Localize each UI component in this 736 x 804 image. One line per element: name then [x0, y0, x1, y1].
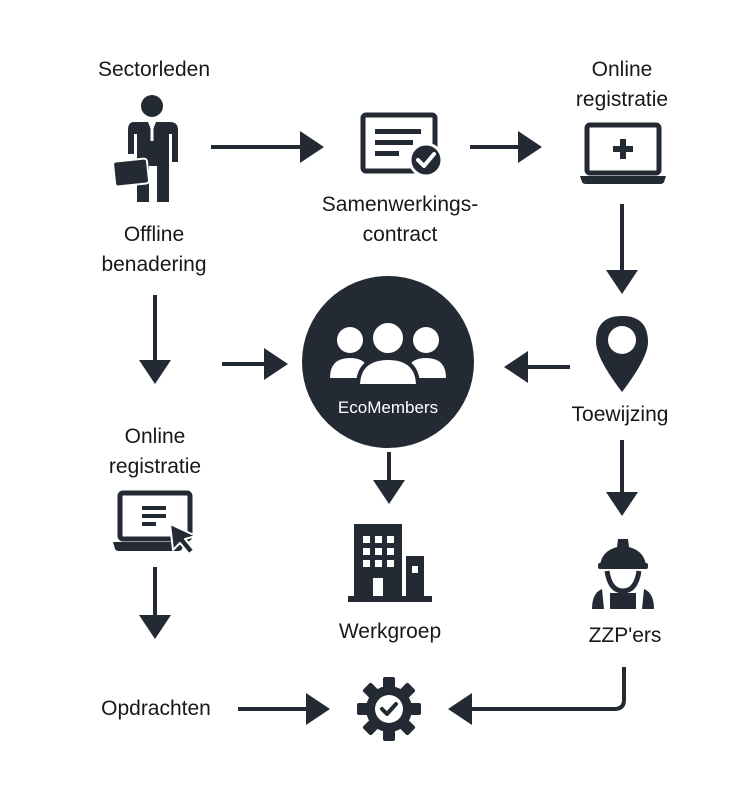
sectorleden-label: Sectorleden	[97, 58, 211, 81]
offline-label-line1: Offline	[123, 223, 185, 246]
ecomembers-label: EcoMembers	[337, 398, 439, 417]
offline-label-line2: benadering	[101, 253, 207, 276]
contract-label-line2: contract	[362, 223, 438, 246]
online-top-label-line1: Online	[591, 58, 653, 81]
online-left-label: Online registratie	[75, 422, 235, 482]
online-left-label-line2: registratie	[108, 455, 202, 478]
ecomembers-hub: EcoMembers	[302, 276, 474, 448]
werkgroep-label: Werkgroep	[338, 620, 442, 643]
contract-check-icon	[360, 112, 444, 178]
building-icon	[348, 524, 432, 602]
zzpers-label: ZZP'ers	[588, 624, 662, 647]
online-top-label: Online registratie	[542, 55, 702, 115]
group-users-icon	[330, 320, 446, 388]
offline-label: Offline benadering	[74, 220, 234, 280]
arrow-zzpers-to-result	[448, 667, 626, 725]
businessman-icon	[112, 95, 178, 202]
toewijzing-label: Toewijzing	[571, 403, 669, 426]
contract-label-line1: Samenwerkings-	[321, 193, 479, 216]
contract-label: Samenwerkings- contract	[290, 190, 510, 250]
gear-check-icon	[357, 677, 421, 741]
opdrachten-label: Opdrachten	[101, 697, 211, 720]
online-left-label-line1: Online	[124, 425, 186, 448]
laptop-cursor-icon	[113, 490, 197, 555]
map-pin-icon	[596, 316, 648, 392]
online-top-label-line2: registratie	[575, 88, 669, 111]
worker-hardhat-icon	[592, 539, 654, 609]
laptop-plus-icon	[580, 122, 666, 184]
